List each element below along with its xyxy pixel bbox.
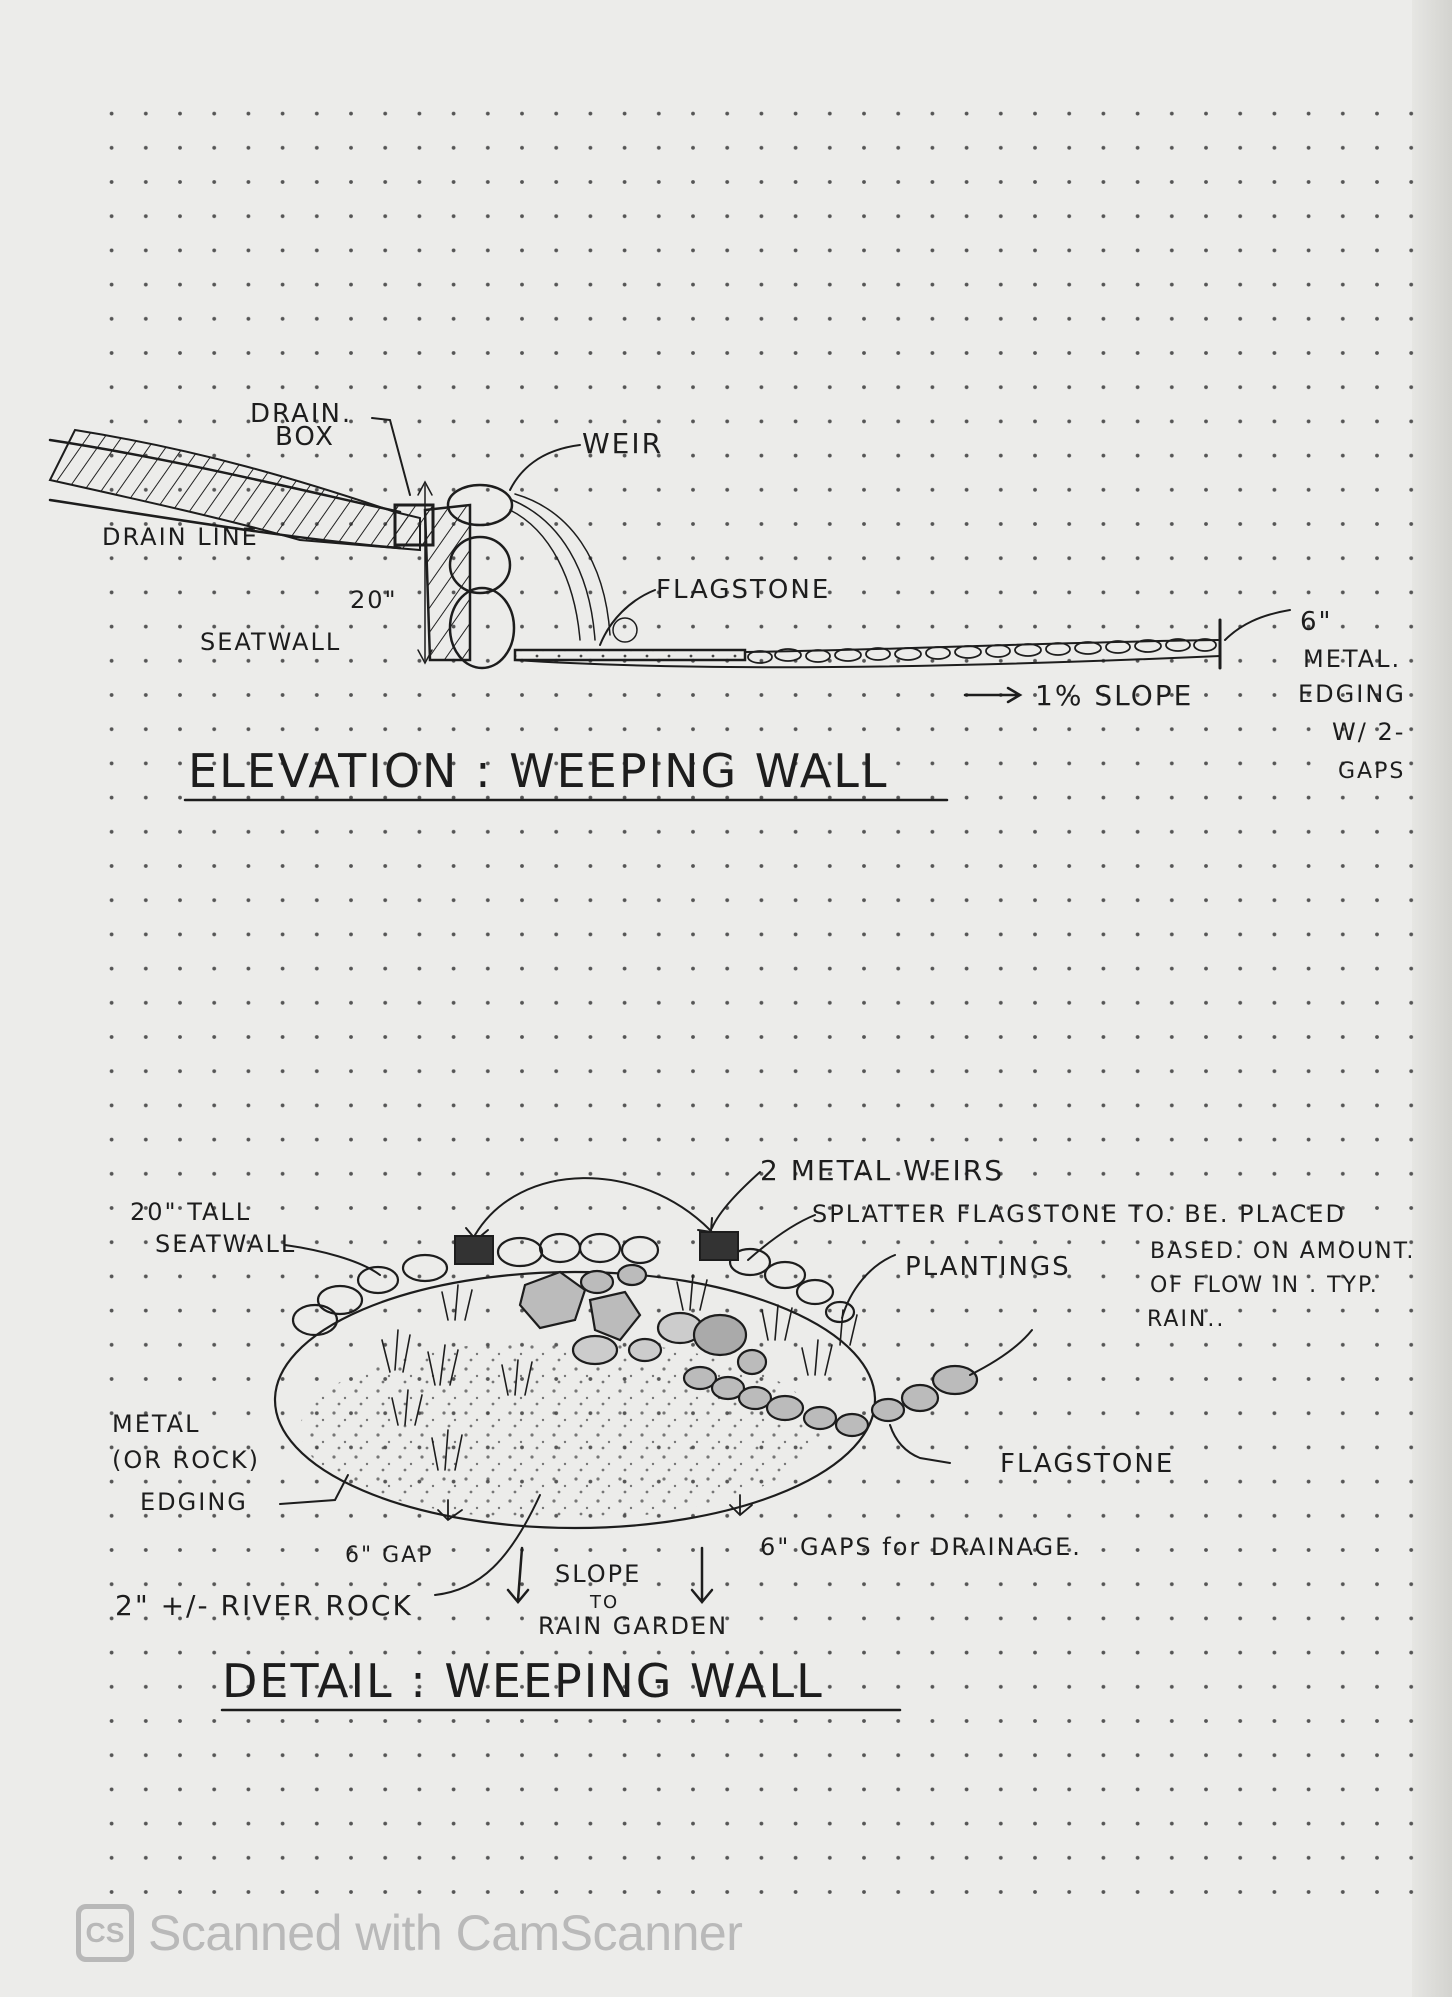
flagstone-slab [513, 648, 747, 662]
slope-label-2: TO [589, 1592, 619, 1613]
splatter-flagstones [518, 1263, 768, 1376]
weir-box-left [454, 1235, 494, 1265]
seatwall [423, 503, 472, 662]
edging-label-3: EDGING [1298, 680, 1406, 708]
height-dimension-label: 20" [350, 586, 398, 614]
splatter-label-2: BASED. ON AMOUNT. [1150, 1239, 1415, 1264]
edging-label-4: W/ 2- [1332, 718, 1405, 746]
detail-title: DETAIL : WEEPING WALL [222, 1654, 824, 1708]
flagstone-label: FLAGSTONE [1000, 1449, 1174, 1479]
weir-box-right [699, 1231, 739, 1261]
seatwall-label: SEATWALL [200, 628, 341, 656]
slope-label: 1% SLOPE [1035, 679, 1193, 712]
flagstone-path [682, 1364, 979, 1438]
river-rock-label: 2" +/- RIVER ROCK [115, 1589, 413, 1622]
edging-label-2: (OR ROCK) [112, 1446, 260, 1474]
drain-box-label-1: DRAIN. [250, 399, 352, 429]
flagstone-label: FLAGSTONE [656, 575, 830, 605]
drain-box-label-2: BOX [275, 422, 335, 452]
elevation-title: ELEVATION : WEEPING WALL [188, 744, 889, 798]
elevation-drawing [48, 417, 1291, 802]
garden-outline [273, 1270, 877, 1530]
seatwall-stones [291, 1232, 856, 1337]
slope-label-3: RAIN GARDEN [538, 1612, 728, 1640]
plantings-label: PLANTINGS [905, 1252, 1071, 1282]
watermark: CS Scanned with CamScanner [76, 1898, 743, 1968]
edging-label-5: GAPS [1338, 759, 1405, 784]
splatter-label-1: SPLATTER FLAGSTONE TO. BE. PLACED [812, 1200, 1346, 1228]
edging-label-3: EDGING [140, 1488, 248, 1516]
gap-label: 6" GAP [345, 1543, 433, 1568]
metal-weirs-label: 2 METAL WEIRS [760, 1154, 1004, 1187]
edging-label-1: 6" [1300, 607, 1333, 637]
river-rocks [747, 638, 1217, 664]
detail-drawing [220, 1171, 1033, 1712]
weir-label: WEIR [582, 427, 663, 460]
drain-line-label: DRAIN LINE [102, 523, 259, 551]
splatter-label-4: RAIN.. [1147, 1307, 1225, 1332]
edging-label-1: METAL [112, 1410, 200, 1438]
splatter-label-3: OF FLOW IN . TYP. [1150, 1273, 1379, 1298]
dot-grid [80, 100, 1420, 1900]
gaps-label: 6" GAPS for DRAINAGE. [760, 1533, 1082, 1561]
camscanner-logo: CS [76, 1904, 134, 1962]
weir-stone [446, 483, 514, 527]
seatwall-label-2: SEATWALL [155, 1230, 296, 1258]
watermark-text: Scanned with CamScanner [148, 1905, 743, 1961]
slope-label-1: SLOPE [555, 1560, 641, 1588]
edging-label-2: METAL. [1303, 645, 1401, 673]
seatwall-label-1: 20" TALL [130, 1198, 251, 1226]
drain-line [48, 498, 402, 550]
